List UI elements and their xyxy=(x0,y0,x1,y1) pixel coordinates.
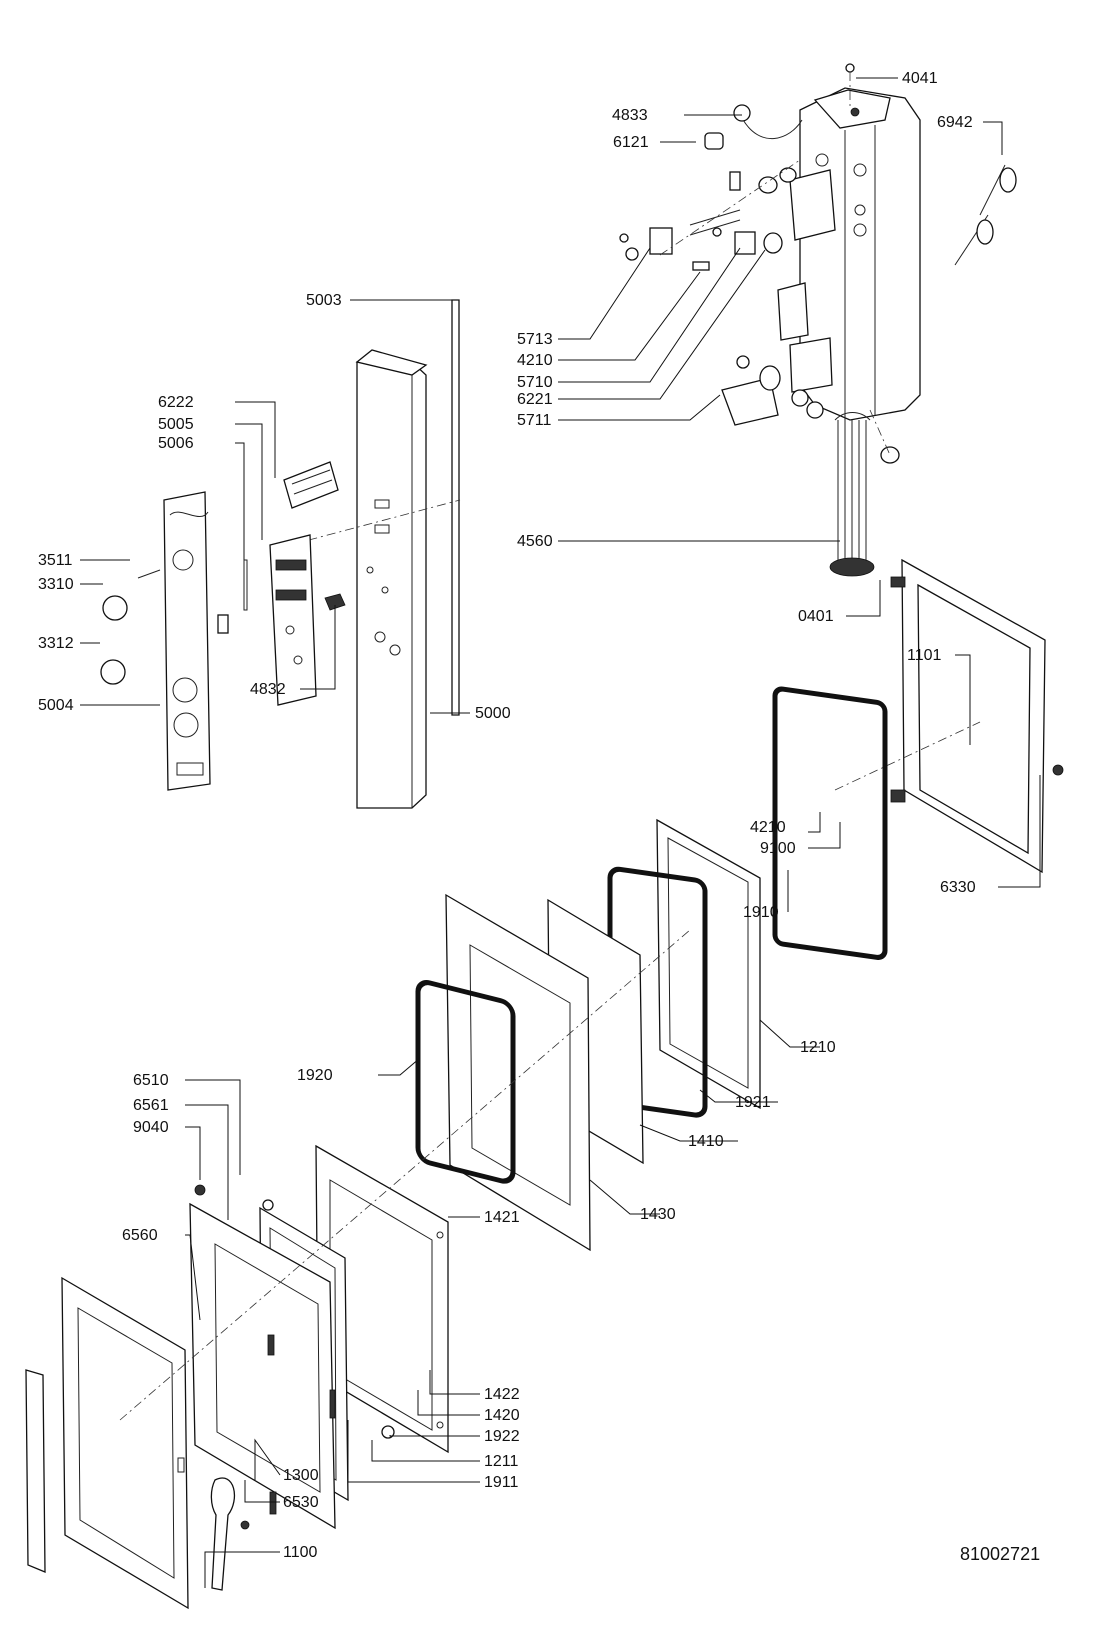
boiler-assembly xyxy=(619,63,1017,577)
part-label-3310: 3310 xyxy=(38,576,74,593)
part-label-5710: 5710 xyxy=(517,374,553,391)
gasket-1920 xyxy=(415,980,516,1184)
control-column xyxy=(100,299,461,809)
part-label-6121: 6121 xyxy=(613,134,649,151)
leader-lines xyxy=(80,77,1041,1588)
frame-1210 xyxy=(656,818,761,1110)
part-number-labels: 4041 4833 6942 6121 5003 5713 4210 5710 … xyxy=(38,70,976,1561)
part-label-6510: 6510 xyxy=(133,1072,169,1089)
part-label-4041: 4041 xyxy=(902,70,938,87)
part-label-4210-lower: 4210 xyxy=(750,819,786,836)
part-label-4832: 4832 xyxy=(250,681,286,698)
oven-frame-right xyxy=(834,558,1064,874)
door-handle xyxy=(210,1477,277,1591)
part-label-4560: 4560 xyxy=(517,533,553,550)
part-label-3312: 3312 xyxy=(38,635,74,652)
probe-parts xyxy=(954,164,1017,266)
part-label-5711: 5711 xyxy=(517,412,552,429)
part-label-5000: 5000 xyxy=(475,705,511,722)
part-label-1430: 1430 xyxy=(640,1206,676,1223)
part-label-3511: 3511 xyxy=(38,552,73,569)
part-label-1410: 1410 xyxy=(688,1133,724,1150)
part-label-1420: 1420 xyxy=(484,1407,520,1424)
part-label-0401: 0401 xyxy=(798,608,834,625)
part-label-6222: 6222 xyxy=(158,394,194,411)
part-label-1911: 1911 xyxy=(484,1474,519,1491)
part-label-1422: 1422 xyxy=(484,1386,520,1403)
part-label-6530: 6530 xyxy=(283,1494,319,1511)
part-label-6221: 6221 xyxy=(517,391,553,408)
part-label-1421: 1421 xyxy=(484,1209,520,1226)
frame-1430 xyxy=(445,893,591,1252)
door-outer-frame xyxy=(25,1276,189,1610)
part-label-1211: 1211 xyxy=(484,1453,519,1470)
part-label-9040: 9040 xyxy=(133,1119,169,1136)
part-label-5005: 5005 xyxy=(158,416,194,433)
heating-element xyxy=(829,412,875,577)
part-label-6330: 6330 xyxy=(940,879,976,896)
part-label-4210-upper: 4210 xyxy=(517,352,553,369)
part-label-1100: 1100 xyxy=(283,1544,318,1561)
drawing-number: 81002721 xyxy=(960,1544,1040,1564)
part-label-1210: 1210 xyxy=(800,1039,836,1056)
part-label-4833: 4833 xyxy=(612,107,648,124)
door-main-frame xyxy=(189,1184,395,1530)
part-label-5713: 5713 xyxy=(517,331,553,348)
part-label-1922: 1922 xyxy=(484,1428,520,1445)
part-label-1300: 1300 xyxy=(283,1467,319,1484)
part-label-6561: 6561 xyxy=(133,1097,169,1114)
part-label-1921: 1921 xyxy=(735,1094,771,1111)
part-label-6560: 6560 xyxy=(122,1227,158,1244)
part-label-5004: 5004 xyxy=(38,697,74,714)
part-label-5006: 5006 xyxy=(158,435,194,452)
part-label-1920: 1920 xyxy=(297,1067,333,1084)
part-label-1910: 1910 xyxy=(743,904,779,921)
part-label-5003: 5003 xyxy=(306,292,342,309)
gasket-1910 xyxy=(772,686,888,960)
part-label-1101: 1101 xyxy=(907,647,942,664)
part-label-6942: 6942 xyxy=(937,114,973,131)
part-label-9100: 9100 xyxy=(760,840,796,857)
